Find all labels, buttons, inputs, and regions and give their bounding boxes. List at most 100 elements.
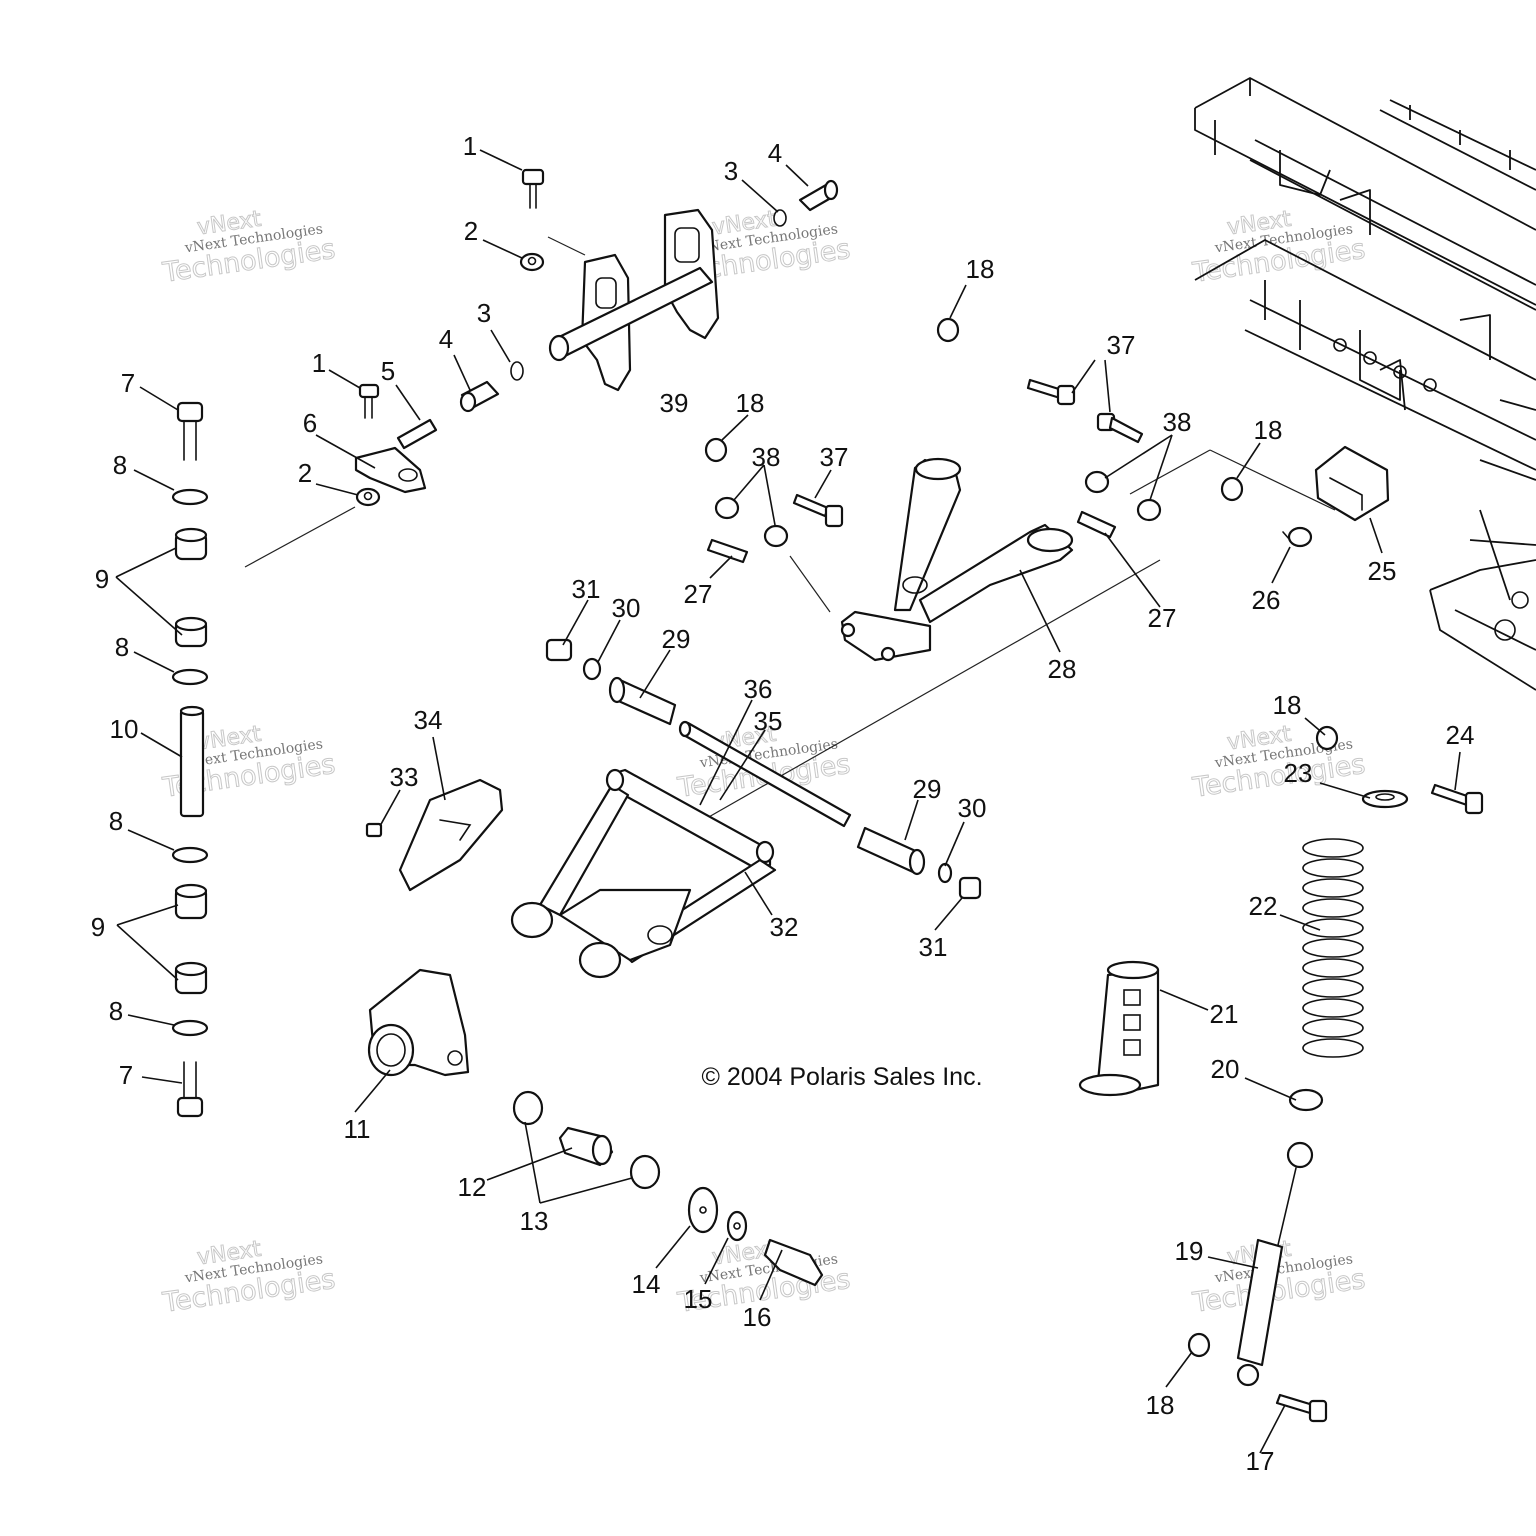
callout-18: 18 bbox=[1146, 1390, 1175, 1420]
callout-32: 32 bbox=[770, 912, 799, 942]
part-9-bushing bbox=[174, 883, 208, 920]
part-22-spring bbox=[1302, 838, 1364, 1058]
part-18-nut bbox=[1220, 476, 1244, 502]
callout-8: 8 bbox=[109, 996, 123, 1026]
callout-2: 2 bbox=[464, 216, 478, 246]
callout-18: 18 bbox=[966, 254, 995, 284]
watermark-group: vNext vNext Technologies Technologies vN… bbox=[160, 206, 1368, 1319]
part-37-bolt bbox=[792, 493, 844, 528]
part-8-washer bbox=[171, 846, 209, 864]
watermark: vNext vNext Technologies Technologies bbox=[160, 206, 338, 289]
callout-22: 22 bbox=[1249, 891, 1278, 921]
callout-38: 38 bbox=[752, 442, 781, 472]
copyright-notice: © 2004 Polaris Sales Inc. bbox=[701, 1063, 982, 1091]
part-9-bushing bbox=[174, 616, 208, 648]
part-27-pin bbox=[706, 538, 749, 564]
callout-35: 35 bbox=[754, 706, 783, 736]
callout-5: 5 bbox=[381, 356, 395, 386]
part-2-nut-lower bbox=[355, 487, 381, 507]
callout-24: 24 bbox=[1446, 720, 1475, 750]
part-38-bushing bbox=[1084, 470, 1110, 494]
callout-30: 30 bbox=[958, 793, 987, 823]
part-17-bolt bbox=[1275, 1393, 1328, 1423]
part-3-oring-lower bbox=[510, 361, 524, 381]
callout-14: 14 bbox=[632, 1269, 661, 1299]
watermark: vNext vNext Technologies Technologies bbox=[1190, 721, 1368, 804]
watermark: vNext vNext Technologies Technologies bbox=[675, 206, 853, 289]
frame-assembly bbox=[1194, 77, 1536, 691]
part-30-washer-lower bbox=[937, 862, 953, 884]
alignment-lines bbox=[244, 236, 1336, 823]
part-8-washer bbox=[171, 668, 209, 686]
callout-18: 18 bbox=[1254, 415, 1283, 445]
callout-9: 9 bbox=[95, 564, 109, 594]
part-5-pin bbox=[396, 418, 438, 450]
part-26-bolt bbox=[1282, 526, 1313, 548]
callout-26: 26 bbox=[1252, 585, 1281, 615]
watermark: vNext vNext Technologies Technologies bbox=[1190, 206, 1368, 289]
callout-18: 18 bbox=[736, 388, 765, 418]
part-9-bushing bbox=[174, 527, 208, 561]
callout-23: 23 bbox=[1284, 758, 1313, 788]
callout-29: 29 bbox=[913, 774, 942, 804]
callout-labels: 1 2 3 4 18 1 5 4 3 39 6 2 7 8 9 8 10 8 9… bbox=[91, 131, 1475, 1476]
callout-29: 29 bbox=[662, 624, 691, 654]
callout-27: 27 bbox=[1148, 603, 1177, 633]
part-29-sleeve bbox=[608, 676, 677, 726]
callout-20: 20 bbox=[1211, 1054, 1240, 1084]
callout-8: 8 bbox=[113, 450, 127, 480]
callout-3: 3 bbox=[477, 298, 491, 328]
part-4-bushing-lower bbox=[459, 380, 500, 413]
part-18-nut bbox=[1187, 1332, 1211, 1358]
part-1-bolt-lower bbox=[358, 383, 380, 419]
callout-16: 16 bbox=[743, 1302, 772, 1332]
part-8-washer bbox=[171, 1019, 209, 1037]
callout-31: 31 bbox=[919, 932, 948, 962]
part-18-nut bbox=[936, 317, 960, 343]
callout-8: 8 bbox=[115, 632, 129, 662]
part-1-bolt bbox=[521, 168, 545, 209]
callout-39: 39 bbox=[660, 388, 689, 418]
part-31-bolt bbox=[545, 638, 573, 662]
callout-37: 37 bbox=[820, 442, 849, 472]
part-4-bushing bbox=[798, 179, 839, 212]
part-15-washer bbox=[726, 1210, 748, 1242]
callout-18: 18 bbox=[1273, 690, 1302, 720]
callout-9: 9 bbox=[91, 912, 105, 942]
part-13-bearing bbox=[629, 1154, 661, 1190]
part-24-bolt bbox=[1430, 783, 1484, 815]
callout-1: 1 bbox=[312, 348, 326, 378]
part-23-retainer bbox=[1361, 789, 1409, 809]
part-16-nut bbox=[763, 1238, 824, 1287]
part-19-shock bbox=[1236, 1141, 1314, 1387]
callout-36: 36 bbox=[744, 674, 773, 704]
callout-7: 7 bbox=[119, 1060, 133, 1090]
callout-33: 33 bbox=[390, 762, 419, 792]
part-18-nut bbox=[704, 437, 728, 463]
part-11-knuckle bbox=[367, 968, 470, 1077]
part-7-bolt-bottom bbox=[176, 1061, 204, 1118]
part-35-shaft bbox=[678, 720, 852, 828]
callout-28: 28 bbox=[1048, 654, 1077, 684]
part-31-bolt-lower bbox=[958, 876, 982, 900]
callout-31: 31 bbox=[572, 574, 601, 604]
part-34-guard bbox=[398, 778, 504, 892]
part-7-bolt-top bbox=[176, 401, 204, 461]
callout-30: 30 bbox=[612, 593, 641, 623]
callout-27: 27 bbox=[684, 579, 713, 609]
callout-4: 4 bbox=[768, 138, 782, 168]
callout-38: 38 bbox=[1163, 407, 1192, 437]
callout-25: 25 bbox=[1368, 556, 1397, 586]
callout-4: 4 bbox=[439, 324, 453, 354]
part-3-oring bbox=[773, 209, 787, 227]
part-6-plate bbox=[354, 446, 427, 494]
part-38-bushing bbox=[714, 496, 740, 520]
callout-8: 8 bbox=[109, 806, 123, 836]
callout-2: 2 bbox=[298, 458, 312, 488]
part-28-upper-a-arm bbox=[840, 457, 1074, 662]
part-14-washer bbox=[687, 1186, 719, 1234]
part-20-seat bbox=[1288, 1088, 1324, 1112]
part-27-pin bbox=[1076, 510, 1117, 539]
